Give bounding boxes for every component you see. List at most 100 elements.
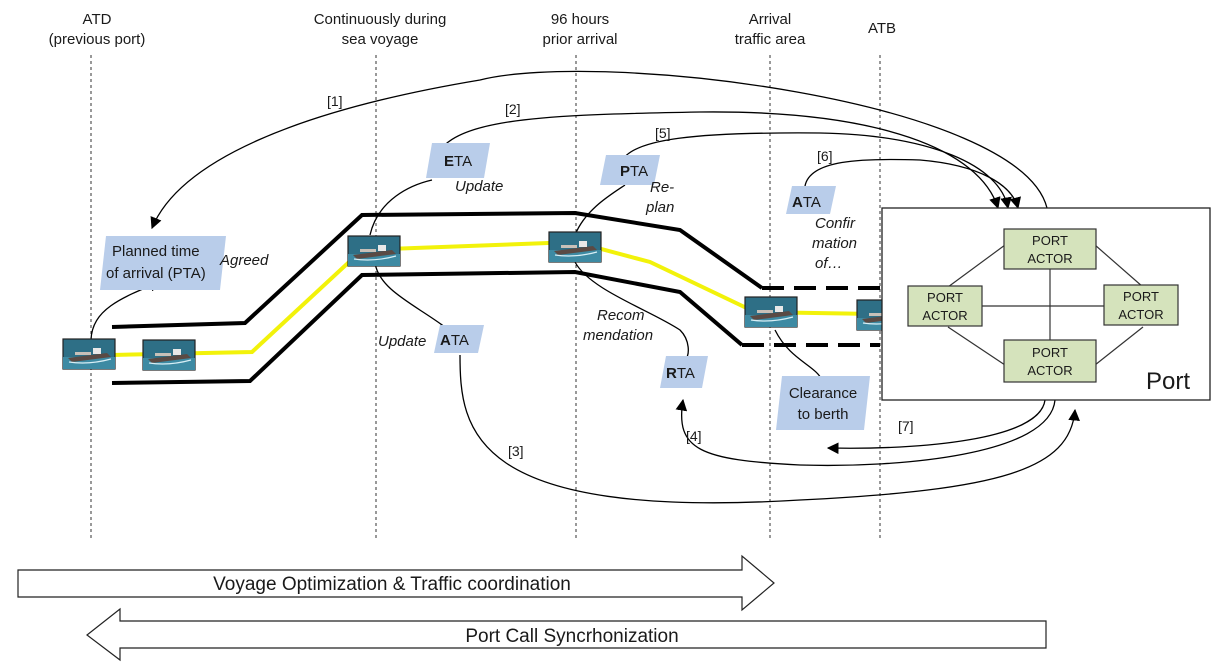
phase-divider-lines xyxy=(90,55,881,540)
flow-label-6: [6] xyxy=(817,148,833,164)
phase-atd-line2: (previous port) xyxy=(49,31,146,48)
port-actor-right-line2: ACTOR xyxy=(1118,307,1163,322)
link-left-bottom xyxy=(947,326,1006,366)
voyage-arrow-shape xyxy=(17,554,775,612)
tag-clearance-line1: Clearance xyxy=(789,385,857,402)
port-actor-bottom-box xyxy=(1003,339,1097,383)
tag-rta-bold: R xyxy=(666,365,677,382)
flow-arrow-1 xyxy=(150,70,1048,230)
flow-label-3: [3] xyxy=(508,443,524,459)
tag-rta: RTA xyxy=(666,365,695,382)
tag-eta-bg xyxy=(426,143,490,178)
annotation-update-ata: Update xyxy=(378,333,426,350)
annotations: Agreed Update Update Re- plan Confir mat… xyxy=(219,178,857,350)
port-actor-top-line1: PORT xyxy=(1032,233,1068,248)
clearance-link xyxy=(774,329,823,381)
annotation-update-eta: Update xyxy=(455,178,503,195)
tag-ata-update-rest: TA xyxy=(451,332,469,349)
flow-arrow-5 xyxy=(620,132,1012,210)
annotation-agreed: Agreed xyxy=(219,252,269,269)
port-actor-bottom: PORT ACTOR xyxy=(1003,339,1097,383)
tag-pta-bg xyxy=(600,155,660,185)
annotation-replan-line2: plan xyxy=(645,199,674,216)
port-actor-right-line1: PORT xyxy=(1123,289,1159,304)
flow-arrow-4 xyxy=(675,398,1056,467)
tag-ata-top-bg xyxy=(786,186,836,214)
port-actor-left-box xyxy=(907,285,983,327)
ship-icon xyxy=(744,296,798,328)
port-actor-bottom-line2: ACTOR xyxy=(1027,363,1072,378)
flow-arrows xyxy=(90,70,1080,504)
portcall-arrow-shape xyxy=(86,607,1047,662)
tag-ata-top: ATA xyxy=(792,194,821,211)
phase-arrival-line1: Arrival xyxy=(749,11,792,28)
tag-ata-update: ATA xyxy=(440,332,469,349)
annotation-confirmation-line1: Confir xyxy=(815,215,856,232)
flow-arrow-7 xyxy=(826,399,1046,455)
annotation-confirmation-line3: of… xyxy=(815,255,843,272)
ship-icon xyxy=(347,235,401,267)
ship-icon xyxy=(548,231,602,263)
phase-atd-line1: ATD xyxy=(83,11,112,28)
tag-pta-planned-line1: Planned time xyxy=(112,243,200,260)
phase-atb: ATB xyxy=(868,20,896,37)
flow-label-7: [7] xyxy=(898,418,914,434)
tag-eta-rest: TA xyxy=(454,153,472,170)
phase-96h-line1: 96 hours xyxy=(551,11,609,28)
port-actor-right-box xyxy=(1103,284,1179,326)
tag-ata-update-bold: A xyxy=(440,332,451,349)
port-actor-left-line2: ACTOR xyxy=(922,308,967,323)
tag-eta-bold: E xyxy=(444,153,454,170)
link-top-left xyxy=(947,244,1006,288)
tag-pta: PTA xyxy=(620,163,648,180)
annotation-replan-line1: Re- xyxy=(650,179,674,196)
port-actor-bottom-line1: PORT xyxy=(1032,345,1068,360)
flow-arrow-3 xyxy=(459,354,1080,504)
tag-ata-update-bg xyxy=(434,325,484,353)
phase-96h-line2: prior arrival xyxy=(542,31,617,48)
flow-label-1: [1] xyxy=(327,93,343,109)
link-right-bottom xyxy=(1094,326,1144,366)
flow-label-2: [2] xyxy=(505,101,521,117)
port-actor-left: PORT ACTOR xyxy=(907,285,983,327)
phase-continuous-line2: sea voyage xyxy=(342,31,419,48)
ship-icon xyxy=(62,338,116,370)
corridor-lower xyxy=(111,269,744,385)
actor-connections xyxy=(947,244,1144,366)
phase-headers: ATD (previous port) Continuously during … xyxy=(49,11,896,48)
flow-arrow-6 xyxy=(804,158,1021,210)
port-actor-left-line1: PORT xyxy=(927,290,963,305)
flow-number-labels: [1] [2] [3] [4] [5] [6] [7] xyxy=(327,93,914,459)
link-top-right xyxy=(1094,244,1144,288)
tag-eta: ETA xyxy=(444,153,472,170)
annotation-recommendation-line2: mendation xyxy=(583,327,653,344)
tag-clearance-bg xyxy=(776,376,870,430)
tag-rta-rest: TA xyxy=(677,365,695,382)
eta-link xyxy=(369,179,433,236)
time-tags: Planned time of arrival (PTA) ETA PTA AT… xyxy=(100,143,870,430)
port-label: Port xyxy=(1146,368,1190,395)
flow-label-5: [5] xyxy=(655,125,671,141)
ship-icon xyxy=(142,339,196,371)
tag-ata-top-bold: A xyxy=(792,194,803,211)
tag-pta-bold: P xyxy=(620,163,630,180)
annotation-confirmation-line2: mation xyxy=(812,235,857,252)
flow-arrow-2 xyxy=(431,111,1001,210)
port-actor-top-line2: ACTOR xyxy=(1027,251,1072,266)
tag-clearance-line2: to berth xyxy=(798,406,849,423)
port-actor-top-box xyxy=(1003,228,1097,270)
tag-pta-rest: TA xyxy=(630,163,648,180)
port-actor-right: PORT ACTOR xyxy=(1103,284,1179,326)
rta-link xyxy=(574,261,689,361)
port-box: PORT ACTOR PORT ACTOR PORT ACTOR PORT AC… xyxy=(881,207,1211,401)
port-actor-top: PORT ACTOR xyxy=(1003,228,1097,270)
pta-link xyxy=(574,184,626,236)
tag-rta-bg xyxy=(660,356,708,388)
tag-pta-planned-line2: of arrival (PTA) xyxy=(106,265,206,282)
phase-continuous-line1: Continuously during xyxy=(314,11,447,28)
tag-pta-planned-bg xyxy=(100,236,226,290)
tag-ata-top-rest: TA xyxy=(803,194,821,211)
portcall-arrow-label: Port Call Syncrhonization xyxy=(465,626,678,647)
phase-arrival-line2: traffic area xyxy=(735,31,806,48)
